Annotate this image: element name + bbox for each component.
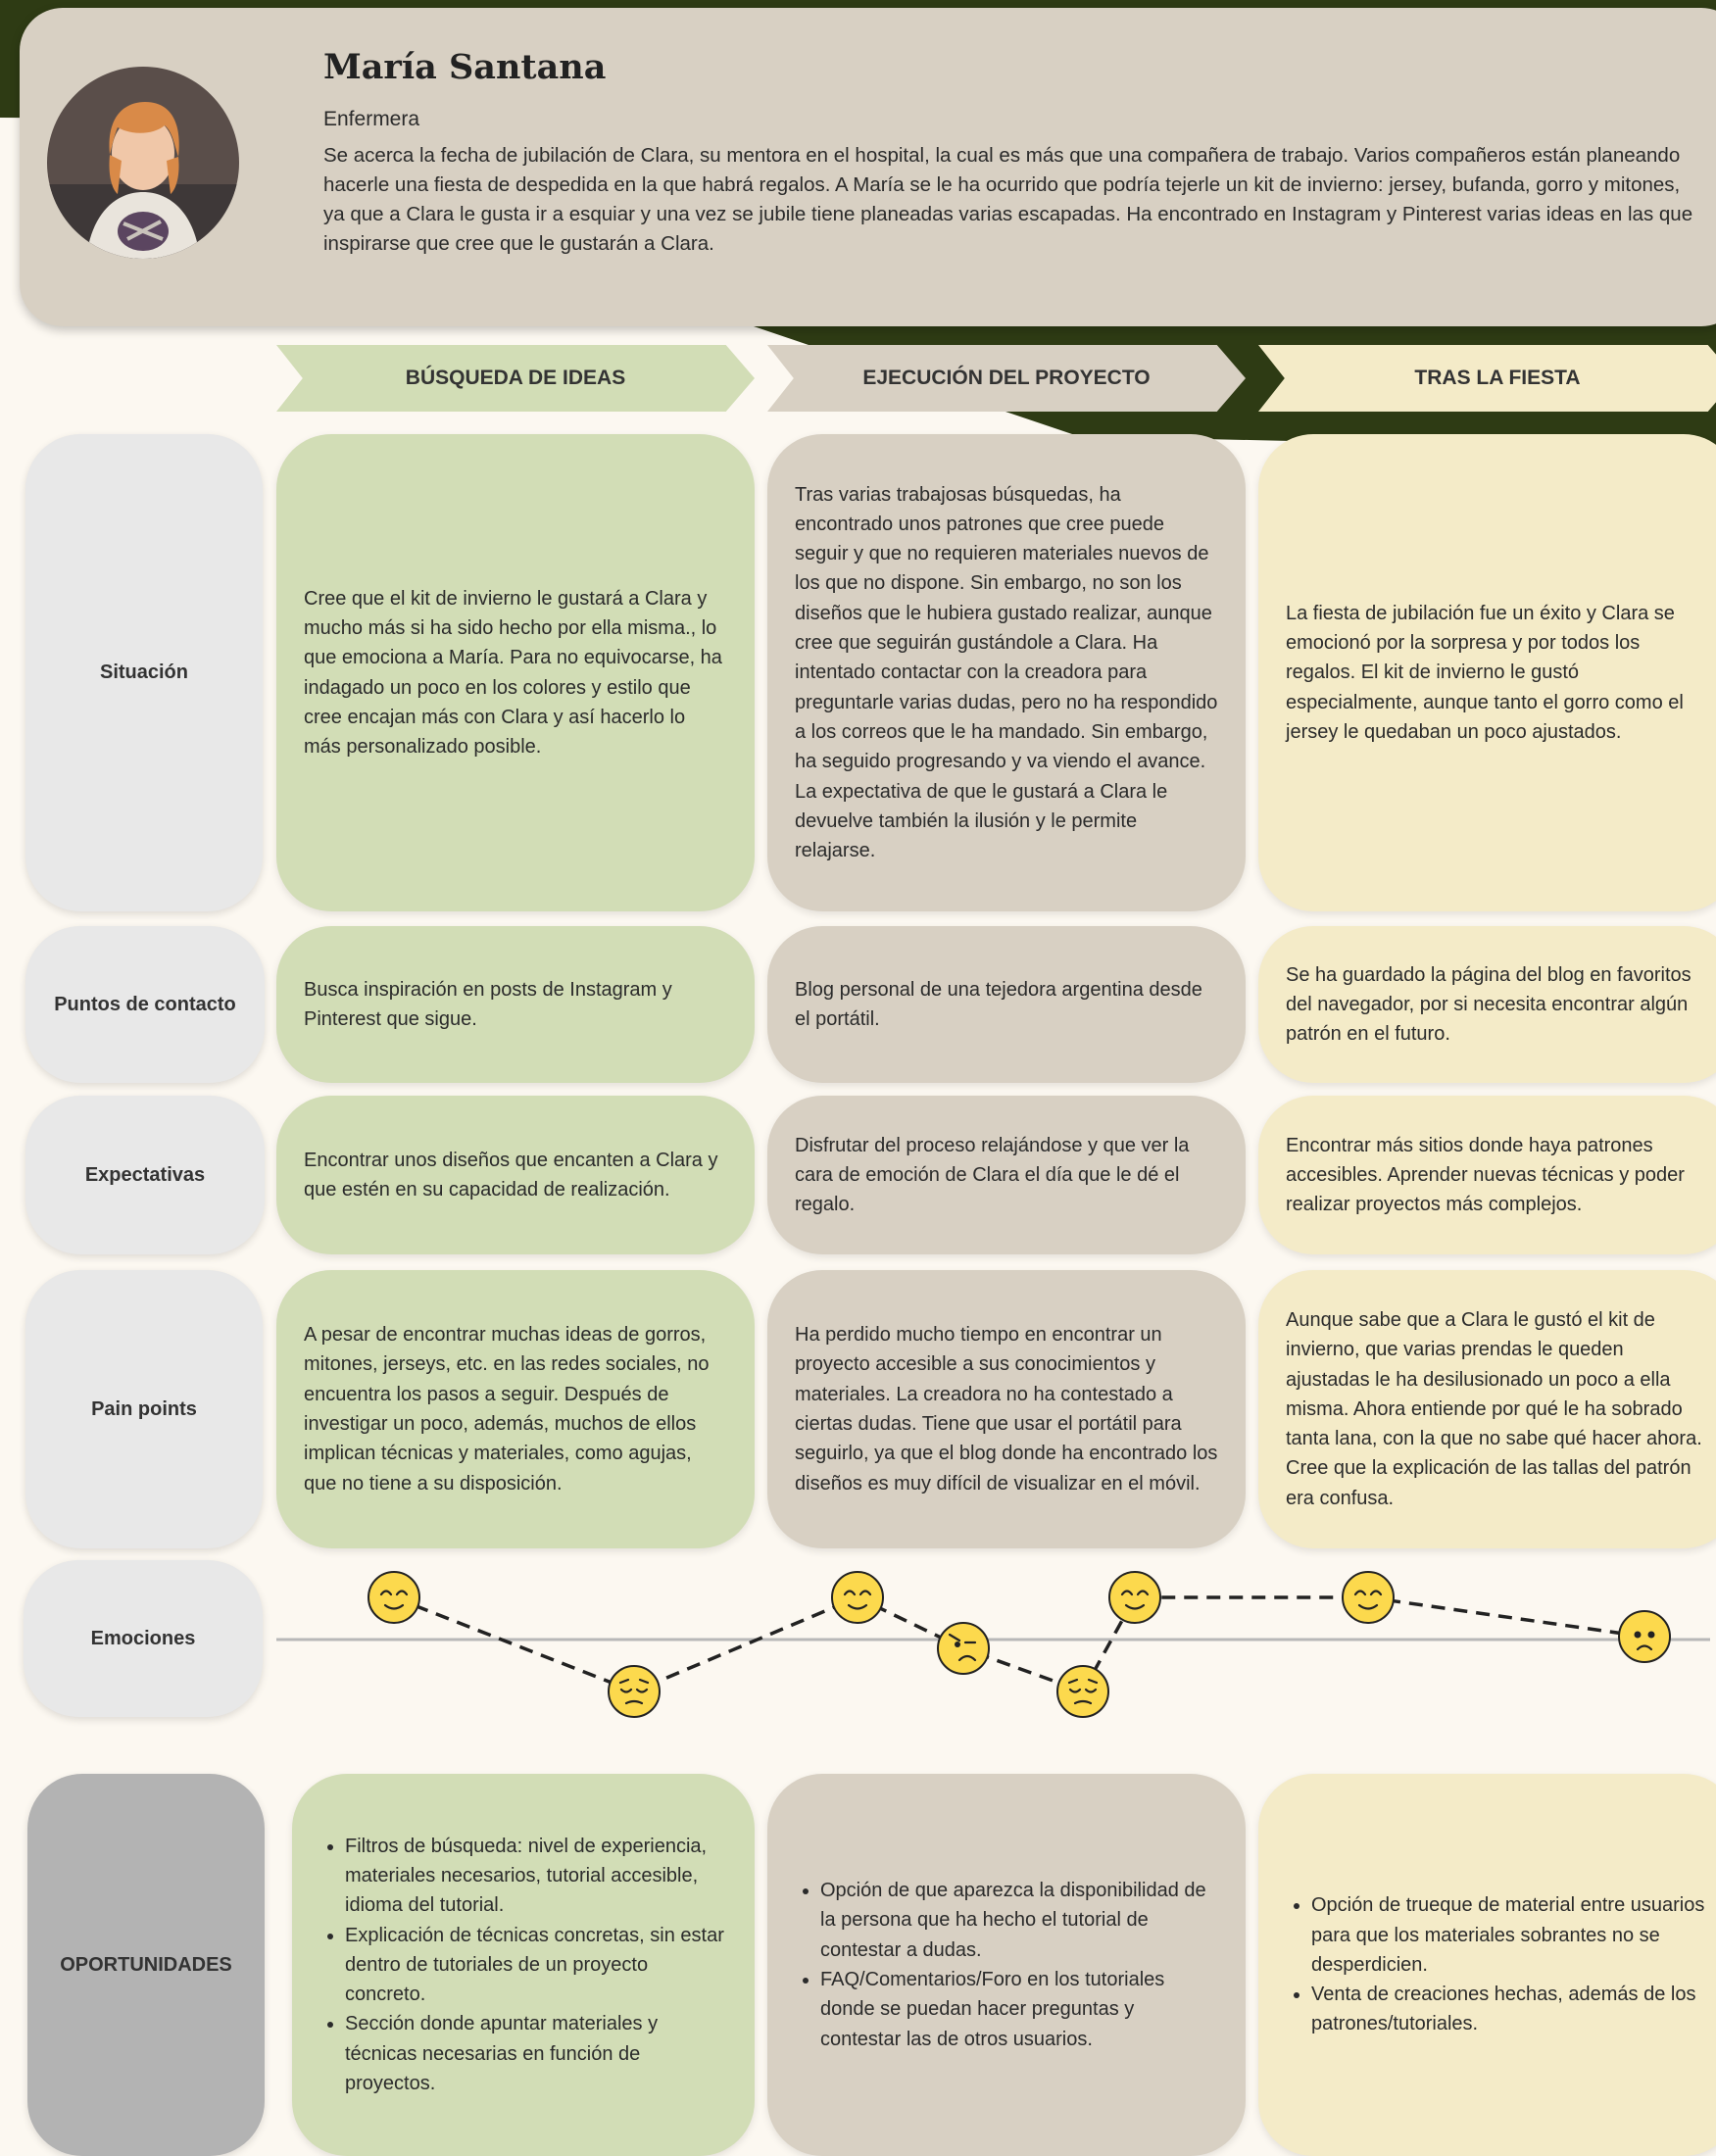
emotion-frustrated-icon	[937, 1622, 990, 1675]
emotion-sad-icon	[608, 1665, 661, 1718]
situacion-ideas-text: Cree que el kit de invierno le gustará a…	[304, 587, 722, 759]
list-item: Filtros de búsqueda: nivel de experienci…	[345, 1832, 727, 1921]
list-item: FAQ/Comentarios/Foro en los tutoriales d…	[820, 1965, 1218, 2054]
persona-avatar	[47, 67, 239, 259]
row-label-expectativas: Expectativas	[25, 1096, 265, 1254]
oportunidades-ideas-list: Filtros de búsqueda: nivel de experienci…	[319, 1832, 727, 2099]
expectativas-ejecucion-text: Disfrutar del proceso relajándose y que …	[795, 1134, 1190, 1216]
list-item: Venta de creaciones hechas, además de lo…	[1311, 1980, 1711, 2039]
oportunidades-fiesta-list: Opción de trueque de material entre usua…	[1286, 1890, 1711, 2038]
pain-ejecucion-text: Ha perdido mucho tiempo en encontrar un …	[795, 1324, 1218, 1494]
emotion-sad-icon	[1056, 1665, 1109, 1718]
emotion-line	[393, 1595, 1645, 1694]
situacion-ejecucion-card: Tras varias trabajosas búsquedas, ha enc…	[767, 434, 1246, 911]
pain-ejecucion-card: Ha perdido mucho tiempo en encontrar un …	[767, 1270, 1246, 1548]
expectativas-ejecucion-card: Disfrutar del proceso relajándose y que …	[767, 1096, 1246, 1254]
oportunidades-ejecucion-card: Opción de que aparezca la disponibilidad…	[767, 1774, 1246, 2156]
emotion-happy-icon	[368, 1571, 420, 1624]
pain-fiesta-card: Aunque sabe que a Clara le gustó el kit …	[1258, 1270, 1716, 1548]
puntos-ejecucion-card: Blog personal de una tejedora argentina …	[767, 926, 1246, 1083]
emotion-curve	[276, 1571, 1710, 1718]
puntos-fiesta-text: Se ha guardado la página del blog en fav…	[1286, 963, 1691, 1046]
expectativas-ideas-text: Encontrar unos diseños que encanten a Cl…	[304, 1149, 718, 1200]
puntos-ideas-card: Busca inspiración en posts de Instagram …	[276, 926, 755, 1083]
list-item: Sección donde apuntar materiales y técni…	[345, 2009, 727, 2098]
list-item: Explicación de técnicas concretas, sin e…	[345, 1921, 727, 2010]
pain-ideas-text: A pesar de encontrar muchas ideas de gor…	[304, 1324, 710, 1494]
situacion-fiesta-text: La fiesta de jubilación fue un éxito y C…	[1286, 602, 1684, 743]
oportunidades-ejecucion-list: Opción de que aparezca la disponibilidad…	[795, 1876, 1218, 2054]
oportunidades-ideas-card: Filtros de búsqueda: nivel de experienci…	[292, 1774, 755, 2156]
situacion-ejecucion-text: Tras varias trabajosas búsquedas, ha enc…	[795, 483, 1218, 862]
persona-description: Se acerca la fecha de jubilación de Clar…	[323, 144, 1693, 255]
persona-card	[20, 8, 1716, 326]
puntos-ejecucion-text: Blog personal de una tejedora argentina …	[795, 978, 1202, 1030]
stage-ideas: BÚSQUEDA DE IDEAS	[276, 345, 755, 412]
row-label-puntos-contacto: Puntos de contacto	[25, 926, 265, 1083]
expectativas-fiesta-card: Encontrar más sitios donde haya patrones…	[1258, 1096, 1716, 1254]
emotion-happy-icon	[831, 1571, 884, 1624]
emotion-worried-icon	[1618, 1610, 1671, 1663]
persona-role: Enfermera	[323, 108, 420, 130]
pain-fiesta-text: Aunque sabe que a Clara le gustó el kit …	[1286, 1308, 1702, 1509]
expectativas-fiesta-text: Encontrar más sitios donde haya patrones…	[1286, 1134, 1685, 1216]
list-item: Opción de que aparezca la disponibilidad…	[820, 1876, 1218, 1965]
puntos-ideas-text: Busca inspiración en posts de Instagram …	[304, 978, 672, 1030]
situacion-ideas-card: Cree que el kit de invierno le gustará a…	[276, 434, 755, 911]
oportunidades-fiesta-card: Opción de trueque de material entre usua…	[1258, 1774, 1716, 2156]
puntos-fiesta-card: Se ha guardado la página del blog en fav…	[1258, 926, 1716, 1083]
row-label-emociones: Emociones	[24, 1560, 263, 1717]
expectativas-ideas-card: Encontrar unos diseños que encanten a Cl…	[276, 1096, 755, 1254]
emotion-happy-icon	[1108, 1571, 1161, 1624]
persona-name: María Santana	[323, 47, 607, 87]
stage-tras-fiesta: TRAS LA FIESTA	[1258, 345, 1716, 412]
pain-ideas-card: A pesar de encontrar muchas ideas de gor…	[276, 1270, 755, 1548]
situacion-fiesta-card: La fiesta de jubilación fue un éxito y C…	[1258, 434, 1716, 911]
stage-ejecucion: EJECUCIÓN DEL PROYECTO	[767, 345, 1246, 412]
list-item: Opción de trueque de material entre usua…	[1311, 1890, 1711, 1980]
row-label-oportunidades: OPORTUNIDADES	[27, 1774, 265, 2156]
row-label-pain-points: Pain points	[25, 1270, 263, 1548]
row-label-situacion: Situación	[25, 434, 263, 911]
emotion-happy-icon	[1342, 1571, 1395, 1624]
